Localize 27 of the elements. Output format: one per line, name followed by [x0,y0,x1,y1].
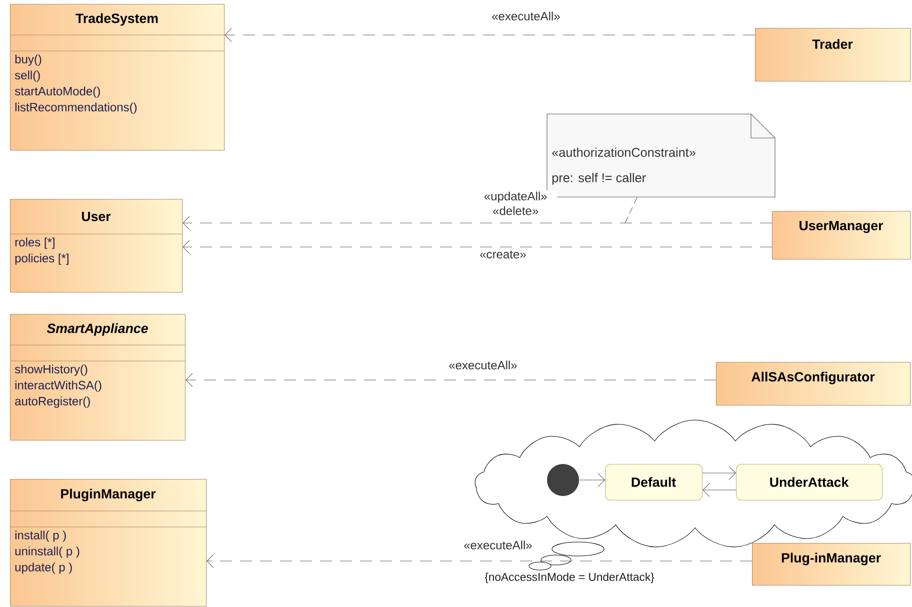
dependency-arrow [579,473,605,487]
edge-label: «executeAll» [447,359,519,371]
edge-label: «updateAll» «delete» [474,190,557,216]
class-box: TradeSystem buy() sell() startAutoMode() listRecommendations() [10,4,225,151]
initial-state [547,464,579,496]
class-box: User roles [*] policies [*] [10,199,183,293]
edge-label: «executeAll» [490,10,562,22]
constraint-text: {noAccessInMode = UnderAttack} [484,572,654,584]
edge-label: «create» [478,249,528,260]
class-box: UserManager [772,211,911,260]
dependency-arrow [206,554,752,568]
class-box: AllSAsConfigurator [716,362,911,406]
dependency-arrow [702,466,736,480]
state-box: UnderAttack [736,464,883,501]
dependency-arrow [702,483,736,497]
dependency-arrow [182,216,772,230]
class-box: Trader [755,28,911,82]
class-box: Plug-inManager [752,543,911,586]
leader-line [624,197,638,224]
dependency-arrow [224,28,756,42]
note-box: «authorizationConstraint» pre: self != caller [546,114,776,198]
dependency-arrow [182,240,772,254]
dependency-arrow [186,373,716,387]
state-box: Default [605,464,703,501]
class-box: PluginManager install( p ) uninstall( p ) update( p ) [10,479,207,607]
edge-label: «executeAll» [462,539,534,551]
class-box: SmartAppliance showHistory() interactWithSA() autoRegister() [10,314,186,441]
